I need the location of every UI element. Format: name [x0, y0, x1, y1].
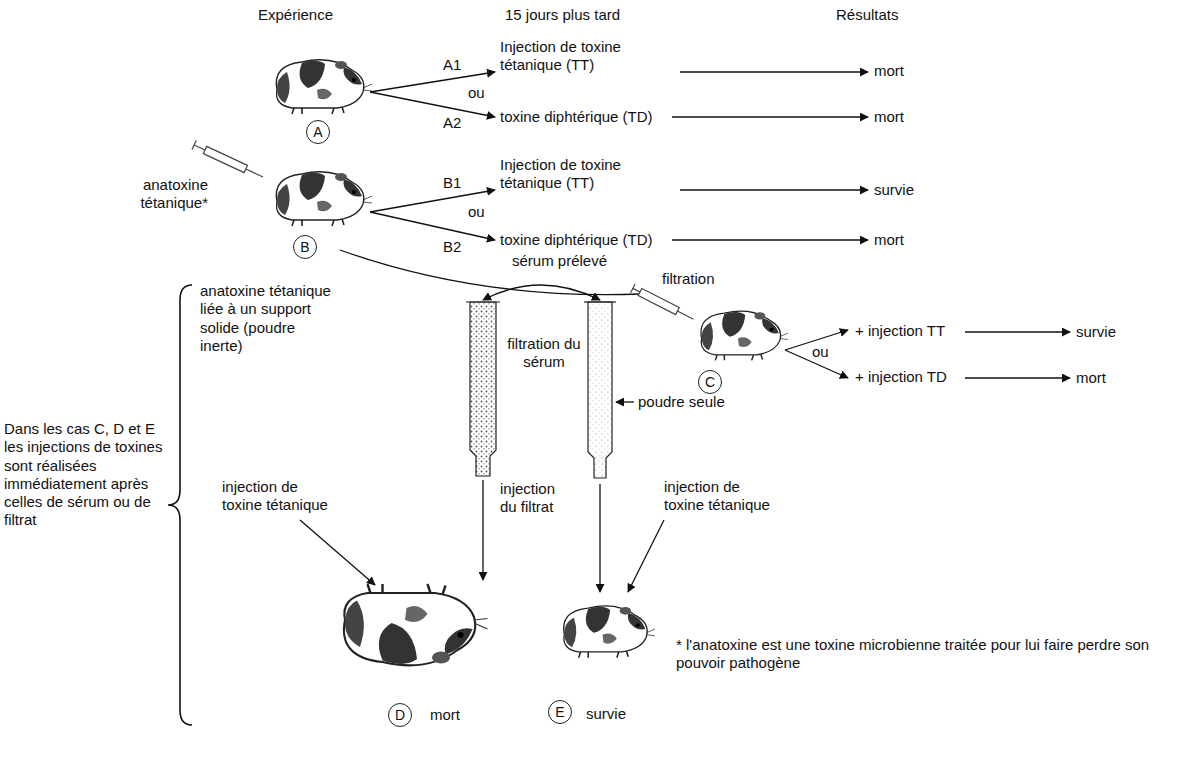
text-label: Résultats — [836, 6, 899, 24]
circle-letter: C — [705, 375, 715, 389]
text-label: mort — [1076, 369, 1106, 387]
text-label: filtration du sérum — [503, 335, 585, 372]
text-label: mort — [874, 108, 904, 126]
text-label: A1 — [443, 56, 461, 74]
text-label: sérum prélevé — [512, 252, 607, 270]
text-label: * l'anatoxine est une toxine microbienne… — [676, 636, 1176, 673]
letter-circle: B — [293, 235, 317, 259]
text-label: mort — [430, 706, 460, 724]
text-label: toxine diphtérique (TD) — [500, 231, 653, 249]
letter-circle: A — [306, 120, 330, 144]
text-label: injection de toxine tétanique — [664, 478, 779, 515]
text-label: filtration — [662, 270, 715, 288]
text-label: ou — [812, 343, 829, 361]
text-label: B1 — [443, 174, 461, 192]
text-label: mort — [874, 62, 904, 80]
circle-letter: A — [313, 125, 322, 139]
circle-letter: D — [395, 708, 405, 722]
text-label: Dans les cas C, D et E les injections de… — [4, 420, 172, 530]
text-label: 15 jours plus tard — [505, 6, 620, 24]
text-label: Injection de toxine tétanique (TT) — [500, 156, 655, 193]
text-label: survie — [874, 181, 914, 199]
text-label: injection du filtrat — [500, 480, 575, 517]
letter-circle: E — [548, 700, 572, 724]
circle-letter: E — [555, 705, 564, 719]
text-label: mort — [874, 231, 904, 249]
text-label: survie — [1076, 323, 1116, 341]
letter-circle: D — [388, 703, 412, 727]
text-label: anatoxine tétanique liée à un support so… — [200, 282, 340, 355]
text-label: + injection TT — [855, 322, 945, 340]
text-label: Injection de toxine tétanique (TT) — [500, 38, 655, 75]
text-label: anatoxine tétanique* — [118, 176, 208, 213]
letter-circle: C — [698, 370, 722, 394]
text-label: survie — [586, 705, 626, 723]
text-label: Expérience — [258, 6, 333, 24]
text-label: ou — [468, 84, 485, 102]
text-label: ou — [468, 203, 485, 221]
text-label: B2 — [443, 238, 461, 256]
text-label: toxine diphtérique (TD) — [500, 108, 653, 126]
text-label: poudre seule — [638, 393, 725, 411]
text-label: + injection TD — [855, 368, 947, 386]
text-label: injection de toxine tétanique — [222, 478, 337, 515]
text-label: A2 — [443, 114, 461, 132]
circle-letter: B — [300, 240, 309, 254]
